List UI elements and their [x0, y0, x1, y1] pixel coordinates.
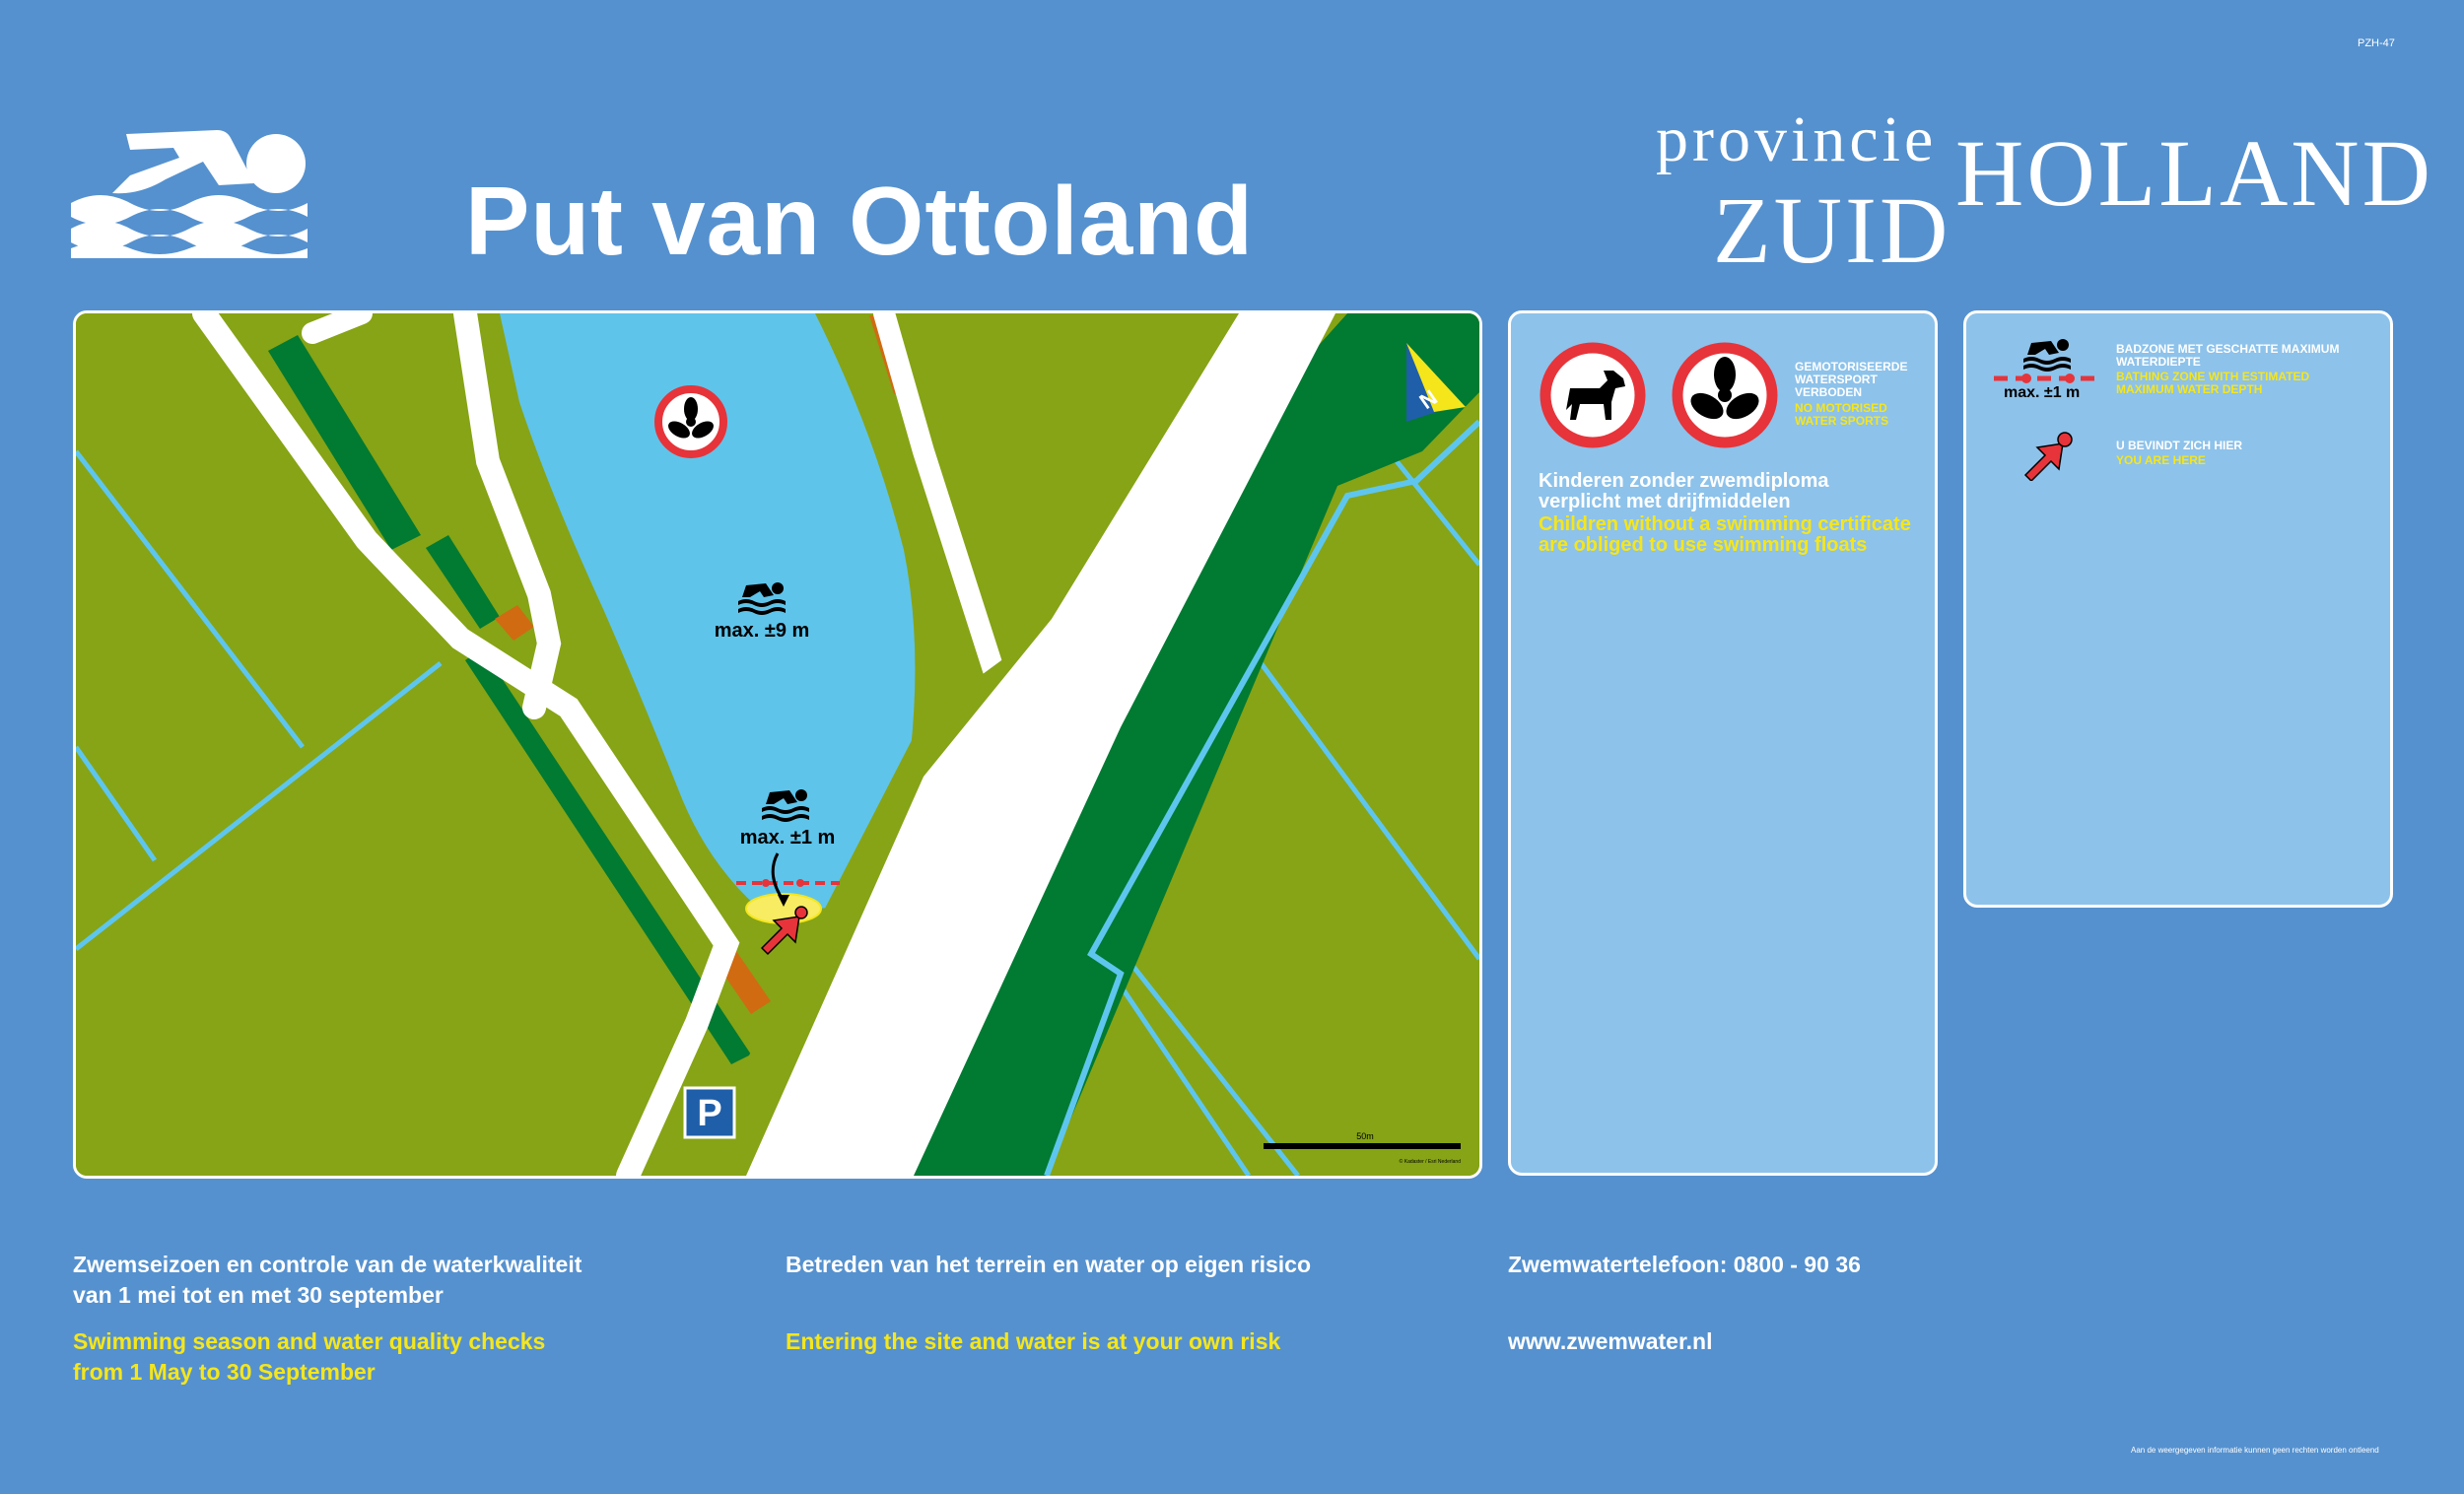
page-title: Put van Ottoland	[465, 167, 1254, 275]
scale-bar: 50m © Kadaster / Esri Nederland	[1264, 1131, 1461, 1165]
swimmer-logo-icon	[71, 130, 308, 258]
legend-depth-label: max. ±1 m	[2004, 384, 2081, 401]
risk-nl: Betreden van het terrein en water op eig…	[786, 1252, 1311, 1277]
svg-text:© Kadaster / Esri Nederland: © Kadaster / Esri Nederland	[1400, 1158, 1462, 1165]
parking-icon: P	[683, 1086, 736, 1139]
province-logo-line3: HOLLAND	[1955, 120, 2433, 226]
province-logo-line2: ZUID	[1713, 177, 1951, 283]
no-motorboat-icon	[654, 385, 727, 458]
you-are-here-icon	[760, 906, 808, 956]
sign-code: PZH-47	[2358, 37, 2395, 49]
svg-text:P: P	[697, 1093, 721, 1134]
province-logo-line1: provincie	[1656, 103, 1938, 175]
children-rule-nl: Kinderen zonder zwemdiploma verplicht me…	[1539, 470, 1829, 512]
legend-bathing-nl: BADZONE MET GESCHATTE MAXIMUM WATERDIEPT…	[2116, 342, 2340, 369]
no-dogs-icon	[1540, 342, 1646, 448]
disclaimer: Aan de weergegeven informatie kunnen gee…	[2131, 1446, 2379, 1455]
phone-number: Zwemwatertelefoon: 0800 - 90 36	[1508, 1252, 1861, 1277]
svg-text:50m: 50m	[1356, 1131, 1374, 1141]
motor-ban-nl: GEMOTORISEERDE WATERSPORT VERBODEN	[1795, 360, 1908, 399]
motor-ban-en: NO MOTORISED WATER SPORTS	[1795, 401, 1889, 428]
bathing-zone-icon	[1994, 339, 2100, 383]
lake	[500, 313, 916, 915]
you-are-here-icon	[2023, 432, 2073, 481]
season-nl: Zwemseizoen en controle van de waterkwal…	[73, 1252, 582, 1308]
website-link[interactable]: www.zwemwater.nl	[1508, 1328, 1713, 1354]
swimmer-icon	[762, 789, 809, 822]
no-motorboat-icon	[1672, 342, 1778, 448]
risk-en: Entering the site and water is at your o…	[786, 1328, 1281, 1354]
depth-shallow-label: max. ±1 m	[740, 827, 836, 849]
legend-here-nl: U BEVINDT ZICH HIER	[2116, 439, 2243, 452]
season-en: Swimming season and water quality checks…	[73, 1328, 546, 1385]
rules-panel: GEMOTORISEERDE WATERSPORT VERBODEN NO MO…	[1508, 310, 1938, 1176]
swimmer-icon	[738, 582, 786, 615]
children-rule-en: Children without a swimming certificate …	[1539, 513, 1911, 556]
ditch-lines	[76, 449, 1479, 1176]
legend-bathing-en: BATHING ZONE WITH ESTIMATED MAXIMUM WATE…	[2116, 370, 2310, 396]
site-map: max. ±9 m max. ±1 m P N 50m © Kadaste	[73, 310, 1482, 1179]
legend-here-en: YOU ARE HERE	[2116, 453, 2206, 467]
depth-deep-label: max. ±9 m	[715, 620, 810, 642]
legend-panel: max. ±1 m BADZONE MET GESCHATTE MAXIMUM …	[1963, 310, 2393, 908]
north-arrow-icon: N	[1406, 343, 1466, 422]
